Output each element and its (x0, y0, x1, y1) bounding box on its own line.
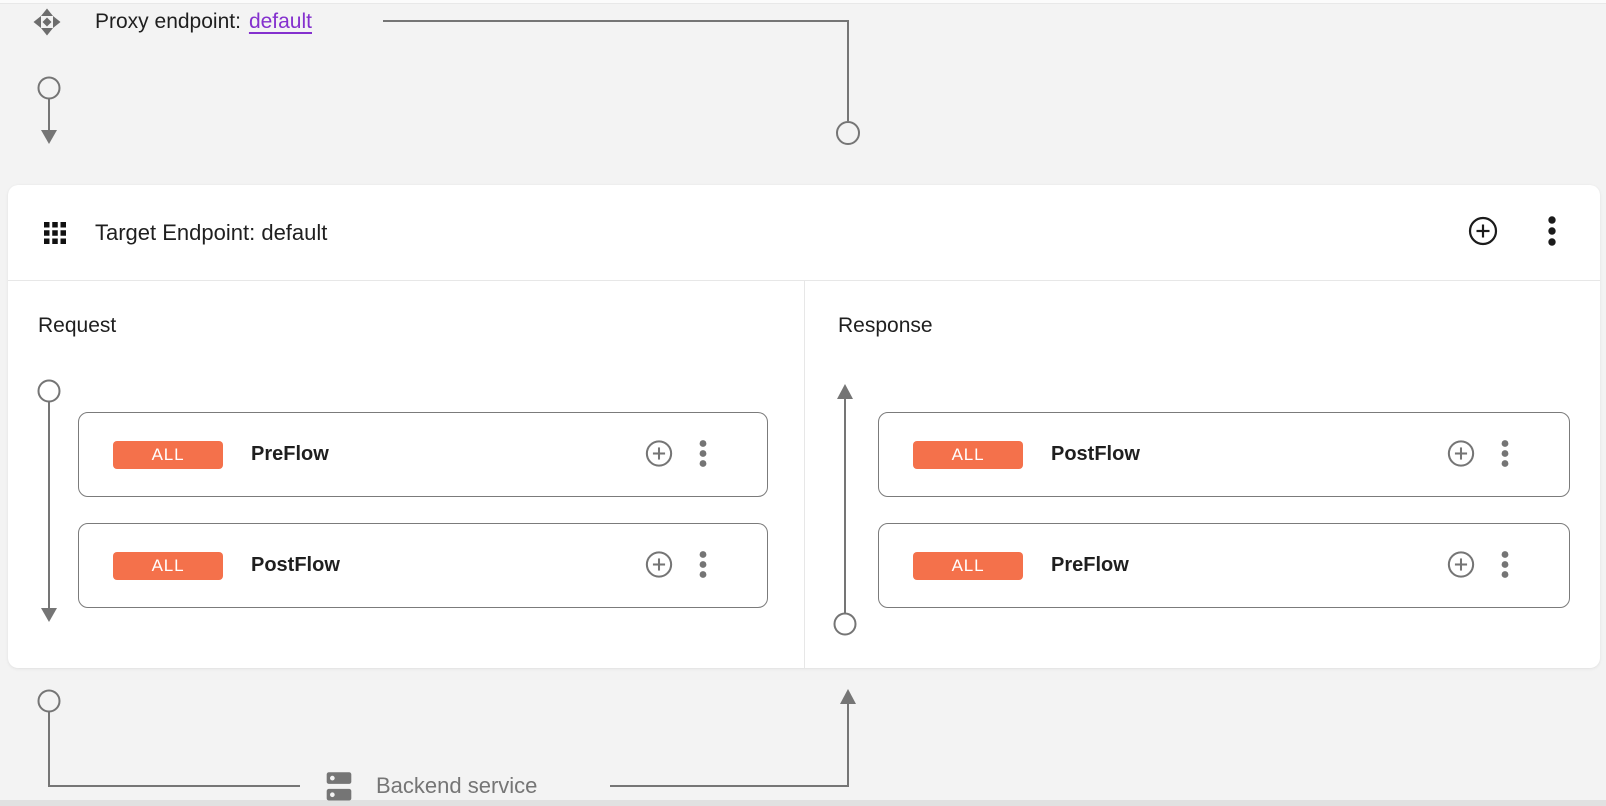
plus-circle-icon (1447, 550, 1475, 581)
add-step-button[interactable] (645, 550, 673, 581)
target-endpoint-header: Target Endpoint: default (8, 185, 1600, 281)
proxy-to-target-connector (383, 20, 849, 121)
response-postflow-card[interactable]: ALL PostFlow (878, 412, 1570, 497)
target-endpoint-title: Target Endpoint: default (95, 219, 328, 245)
request-postflow-card[interactable]: ALL PostFlow (78, 523, 768, 608)
flow-name: PostFlow (1051, 443, 1140, 465)
backend-to-response-connector (610, 704, 849, 787)
flow-more-options-button[interactable] (1499, 438, 1511, 471)
plus-circle-icon (1447, 439, 1475, 470)
response-panel-label: Response (838, 314, 933, 337)
header-actions (1468, 215, 1558, 250)
add-policy-button[interactable] (1468, 216, 1498, 249)
target-to-backend-connector (48, 712, 300, 787)
request-preflow-card[interactable]: ALL PreFlow (78, 412, 768, 497)
flow-more-options-button[interactable] (697, 549, 709, 582)
endpoint-more-options-button[interactable] (1546, 215, 1558, 250)
condition-badge: ALL (113, 440, 223, 469)
apps-grid-icon (44, 221, 66, 244)
kebab-menu-icon (1499, 549, 1511, 582)
backend-service-icon (324, 771, 354, 801)
plus-circle-icon (645, 550, 673, 581)
kebab-menu-icon (697, 438, 709, 471)
add-step-button[interactable] (1447, 550, 1475, 581)
flow-more-options-button[interactable] (1499, 549, 1511, 582)
kebab-menu-icon (1499, 438, 1511, 471)
add-step-button[interactable] (1447, 439, 1475, 470)
backend-service-row: Backend service (324, 771, 537, 801)
response-preflow-card[interactable]: ALL PreFlow (878, 523, 1570, 608)
condition-badge: ALL (913, 440, 1023, 469)
flow-name: PreFlow (1051, 554, 1129, 576)
proxy-endpoint-row: Proxy endpoint: default (32, 7, 312, 37)
bottom-edge-strip (0, 800, 1606, 806)
add-step-button[interactable] (645, 439, 673, 470)
top-edge-strip (0, 0, 1606, 4)
flow-name: PostFlow (251, 554, 340, 576)
flow-more-options-button[interactable] (697, 438, 709, 471)
plus-circle-icon (1468, 216, 1498, 249)
connector-end-circle (836, 121, 860, 145)
proxy-endpoint-label: Proxy endpoint: (95, 10, 241, 33)
condition-badge: ALL (913, 551, 1023, 580)
kebab-menu-icon (1546, 215, 1558, 250)
kebab-menu-icon (697, 549, 709, 582)
flow-name: PreFlow (251, 443, 329, 465)
connector-start-circle (37, 76, 61, 100)
proxy-endpoint-link[interactable]: default (248, 10, 312, 33)
down-arrow-icon (41, 130, 57, 144)
request-response-divider (804, 281, 805, 668)
condition-badge: ALL (113, 551, 223, 580)
proxy-endpoint-icon (32, 7, 62, 37)
request-panel-label: Request (38, 314, 117, 337)
up-arrow-icon (840, 689, 856, 704)
backend-service-label: Backend service (376, 773, 538, 798)
target-endpoint-card: Target Endpoint: default (8, 185, 1600, 668)
plus-circle-icon (645, 439, 673, 470)
target-out-circle (37, 689, 61, 713)
